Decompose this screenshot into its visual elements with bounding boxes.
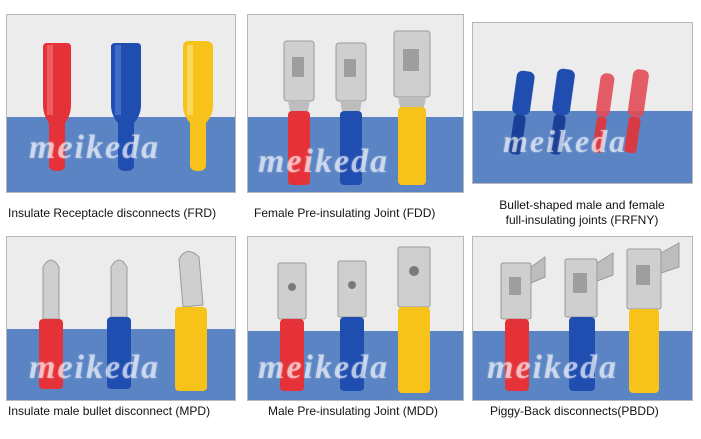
frd-illustration [7,15,235,192]
caption-mdd: Male Pre-insulating Joint (MDD) [268,404,439,418]
caption-frfny-line1: Bullet-shaped male and female [499,198,665,212]
pbdd-illustration [473,237,692,400]
fdd-illustration [248,15,463,192]
watermark: meikeda [503,123,628,159]
watermark: meikeda [487,349,619,386]
product-image-mpd: meikeda [6,236,236,401]
watermark: meikeda [29,129,161,166]
caption-frfny: Bullet-shaped male and female full-insul… [470,198,694,228]
product-image-frd: meikeda [6,14,236,193]
caption-frfny-line2: full-insulating joints (FRFNY) [505,213,659,227]
product-image-pbdd: meikeda [472,236,693,401]
caption-frd: Insulate Receptacle disconnects (FRD) [8,206,217,220]
mdd-illustration [248,237,463,400]
product-image-fdd: meikeda [247,14,464,193]
watermark: meikeda [258,349,390,386]
caption-fdd: Female Pre-insulating Joint (FDD) [254,206,436,220]
watermark: meikeda [258,143,390,180]
watermark: meikeda [29,349,161,386]
caption-pbdd: Piggy-Back disconnects(PBDD) [490,404,659,418]
product-image-mdd: meikeda [247,236,464,401]
mpd-illustration [7,237,235,400]
caption-mpd: Insulate male bullet disconnect (MPD) [8,404,211,418]
product-image-frfny: meikeda [472,22,693,184]
frfny-illustration [473,23,692,183]
